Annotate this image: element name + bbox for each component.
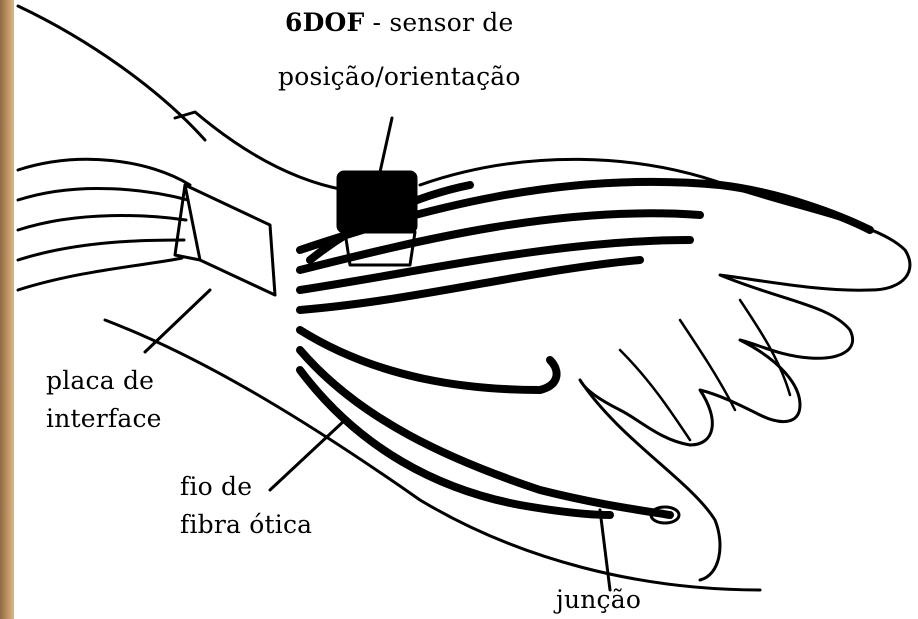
interface-label-line-1: placa de <box>46 366 154 396</box>
sensor-label-rest: - sensor de <box>364 8 513 37</box>
junction-leader-line <box>600 510 610 590</box>
junction-label: junção <box>556 585 641 615</box>
sensor-label-line-2: posição/orientação <box>278 62 521 92</box>
sensor-label-bold: 6DOF <box>285 8 364 37</box>
sensor-leader-line <box>380 118 392 172</box>
wrist-cuff-outline <box>175 112 345 190</box>
interface-label-line-2: interface <box>46 404 162 434</box>
interface-leader-line <box>145 290 210 352</box>
interface-board <box>185 185 275 295</box>
sensor-label-line-1: 6DOF - sensor de <box>285 8 513 38</box>
forearm-upper-edge <box>18 6 205 140</box>
sensor-block <box>338 172 416 232</box>
fiber-label-line-1: fio de <box>180 472 252 502</box>
finger-line-1 <box>680 320 735 410</box>
finger-line-3 <box>620 350 690 440</box>
forearm-lower-edge <box>105 320 760 590</box>
fiber-label-line-2: fibra ótica <box>180 510 312 540</box>
ribbon-cable <box>18 159 190 290</box>
fiber-leader-line <box>270 420 345 490</box>
